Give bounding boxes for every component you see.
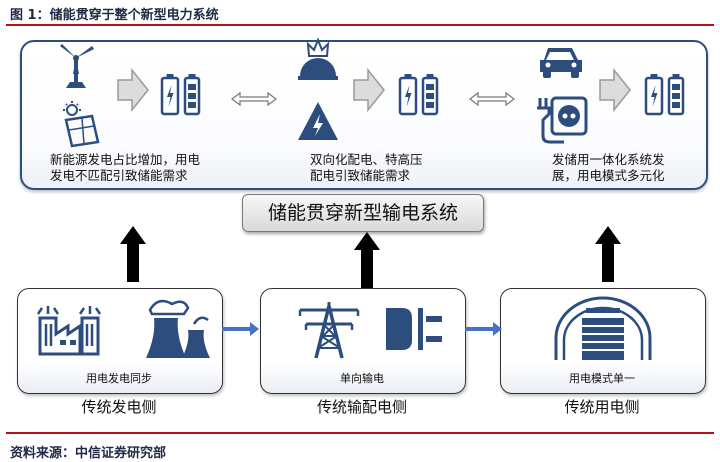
arrow-right-icon (353, 69, 385, 111)
description-generation-line1: 新能源发电占比增加，用电 (50, 152, 201, 167)
source-rule (6, 432, 714, 434)
warehouse-icon (554, 296, 652, 360)
car-icon (540, 48, 582, 78)
title-rule (6, 24, 714, 26)
arrow-right-icon (465, 322, 502, 336)
cooling-tower-icon (146, 299, 210, 358)
description-generation-line2: 发电不匹配引致储能需求 (50, 168, 188, 183)
arrow-right-icon (222, 322, 259, 336)
up-arrow-icon (120, 226, 146, 282)
high-voltage-warning-icon (298, 102, 338, 140)
power-plug-icon (386, 308, 442, 350)
transmission-side-label: 传统输配电侧 (316, 398, 407, 416)
consumption-side-label: 传统用电侧 (564, 398, 640, 416)
transmission-tower-icon (298, 302, 360, 359)
description-consumption-line1: 发储用一体化系统发 (552, 152, 665, 167)
arrow-right-icon (117, 69, 149, 111)
battery-icon (644, 72, 685, 116)
storage-banner: 储能贯穿新型输电系统 (242, 194, 484, 232)
wind-turbine-icon (60, 44, 94, 88)
up-arrow-icon (354, 232, 380, 288)
substation-flame-icon (298, 37, 338, 80)
generation-caption: 用电发电同步 (86, 372, 152, 385)
solar-panel-icon (63, 101, 100, 148)
transmission-caption: 单向输电 (340, 372, 384, 385)
battery-icon (160, 72, 201, 116)
description-distribution-line1: 双向化配电、特高压 (310, 152, 423, 167)
charging-socket-icon (537, 96, 588, 144)
double-arrow-icon (231, 92, 277, 106)
description-consumption-line2: 展，用电模式多元化 (552, 168, 665, 183)
battery-icon (398, 72, 439, 116)
generation-side-label: 传统发电侧 (81, 398, 157, 416)
figure-source: 资料来源：中信证券研究部 (10, 446, 167, 461)
arrow-right-icon (599, 69, 631, 111)
power-plant-icon (36, 306, 102, 356)
new-power-system-panel (20, 40, 708, 190)
figure-title: 图 1：储能贯穿于整个新型电力系统 (10, 8, 219, 23)
description-distribution-line2: 配电引致储能需求 (310, 168, 411, 183)
consumption-caption: 用电模式单一 (569, 372, 635, 385)
double-arrow-icon (469, 92, 515, 106)
up-arrow-icon (595, 226, 621, 282)
